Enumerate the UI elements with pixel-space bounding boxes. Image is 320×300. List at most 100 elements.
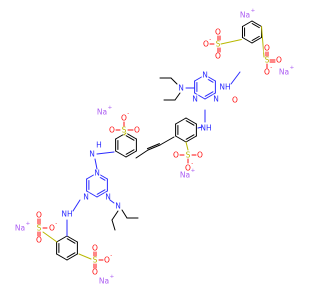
- bond-101: [78, 253, 92, 260]
- bond-68: [96, 151, 115, 155]
- bond-83: [111, 219, 116, 231]
- sulfonate-br-o3: O: [91, 267, 99, 277]
- sulfonate-upper-o1: O-: [120, 111, 129, 123]
- sulfonate-mid-s: S: [184, 150, 192, 160]
- sulfonate-mid-o2: O: [196, 150, 204, 160]
- svg-text:S: S: [186, 151, 191, 160]
- svg-text:-: -: [110, 253, 112, 259]
- svg-text:O: O: [215, 52, 221, 61]
- svg-text:Na: Na: [279, 68, 289, 77]
- bond-90: [56, 253, 68, 261]
- sulfonate-top-o1: O: [214, 27, 222, 37]
- sulfonate-top-s: S: [214, 39, 222, 49]
- bond-5: [241, 37, 253, 44]
- bond-26: [194, 92, 206, 100]
- bond-0: [251, 20, 263, 27]
- svg-text:N: N: [83, 193, 89, 202]
- sulfonate-upper-s: S: [120, 125, 128, 135]
- triazine-top-n2: N: [191, 94, 199, 104]
- svg-text:Na: Na: [240, 11, 250, 20]
- sulfonate-upper-o2: O: [108, 125, 116, 135]
- bond-24: [204, 92, 216, 100]
- sulfonate-right-o3: O-: [263, 65, 272, 77]
- svg-text:O: O: [197, 151, 203, 160]
- svg-text:O: O: [264, 44, 270, 53]
- sodium-6: Na+: [98, 274, 115, 286]
- sulfonate-upper-o3: O: [133, 125, 141, 135]
- svg-text:+: +: [110, 274, 115, 280]
- svg-text:N: N: [192, 95, 198, 104]
- svg-text:O: O: [104, 256, 110, 265]
- bond-74: [86, 190, 98, 198]
- nh-mid-left-h: H: [95, 140, 103, 150]
- nh-mid-right: NH: [200, 123, 212, 133]
- sulfonate-br-s: S: [91, 255, 99, 265]
- bond-79: [109, 199, 115, 204]
- svg-text:O: O: [134, 126, 140, 135]
- svg-text:O: O: [36, 211, 42, 220]
- bond-78: [94, 158, 98, 170]
- svg-text:N: N: [202, 71, 208, 80]
- bond-93: [56, 235, 68, 243]
- triazine-top-n3: N: [212, 94, 220, 104]
- svg-text:N: N: [115, 202, 121, 211]
- sodium-3: Na+: [179, 168, 196, 180]
- bond-36: [185, 117, 197, 125]
- svg-text:+: +: [191, 168, 196, 174]
- svg-text:+: +: [251, 8, 256, 14]
- nh-bottom-left: NH: [61, 209, 73, 219]
- nh-top-right: NH: [219, 82, 231, 92]
- svg-text:Na: Na: [180, 171, 190, 180]
- sulfonate-mid-o3: O-: [184, 161, 193, 173]
- bond-72: [96, 190, 108, 198]
- sulfonate-bl-s: S: [35, 223, 43, 233]
- sulfonate-top-o3: O-: [202, 37, 211, 49]
- bond-73: [96, 189, 106, 195]
- bond-58: [125, 150, 137, 158]
- bond-35: [230, 71, 241, 85]
- svg-text:O: O: [203, 40, 209, 49]
- svg-text:S: S: [265, 56, 270, 65]
- svg-text:S: S: [37, 224, 42, 233]
- bond-45: [197, 126, 203, 129]
- sulfonate-right-s: S: [263, 55, 271, 65]
- svg-text:S: S: [216, 40, 221, 49]
- bond-31: [170, 77, 178, 85]
- bond-53: [146, 143, 160, 150]
- bond-89: [66, 252, 76, 258]
- svg-text:O: O: [232, 96, 238, 105]
- bond-95: [42, 231, 58, 243]
- triazine-top-n1: N: [201, 70, 209, 80]
- bond-4: [251, 35, 260, 41]
- sulfonate-br-o2: O-: [103, 253, 112, 265]
- svg-text:O: O: [121, 114, 127, 123]
- svg-text:H: H: [96, 141, 102, 150]
- sulfonate-bl-o3: O: [35, 235, 43, 245]
- bond-84: [72, 199, 81, 212]
- triazine-bottom-n1: N: [93, 168, 101, 178]
- bond-1: [251, 23, 260, 29]
- svg-text:O: O: [36, 236, 42, 245]
- bond-25: [204, 91, 214, 97]
- svg-text:O: O: [264, 68, 270, 77]
- bond-47: [185, 141, 189, 151]
- triazine-bottom-n2: N: [82, 192, 90, 202]
- svg-text:S: S: [122, 126, 127, 135]
- bond-56: [125, 135, 135, 141]
- bond-3: [251, 37, 263, 44]
- sulfonate-br-o1: O: [91, 243, 99, 253]
- bond-86: [66, 238, 76, 244]
- sulfonate-top-o2: O: [214, 51, 222, 61]
- sodium-5: Na+: [14, 221, 31, 233]
- bond-37: [185, 120, 195, 126]
- svg-text:+: +: [290, 65, 295, 71]
- triazine-bottom-n3: N: [104, 192, 112, 202]
- svg-text:S: S: [93, 256, 98, 265]
- o-top-right: O: [231, 95, 239, 105]
- svg-text:O: O: [276, 56, 282, 65]
- svg-text:Na: Na: [97, 108, 107, 117]
- svg-text:O: O: [215, 28, 221, 37]
- bond-52: [147, 144, 161, 151]
- bond-82: [111, 210, 119, 221]
